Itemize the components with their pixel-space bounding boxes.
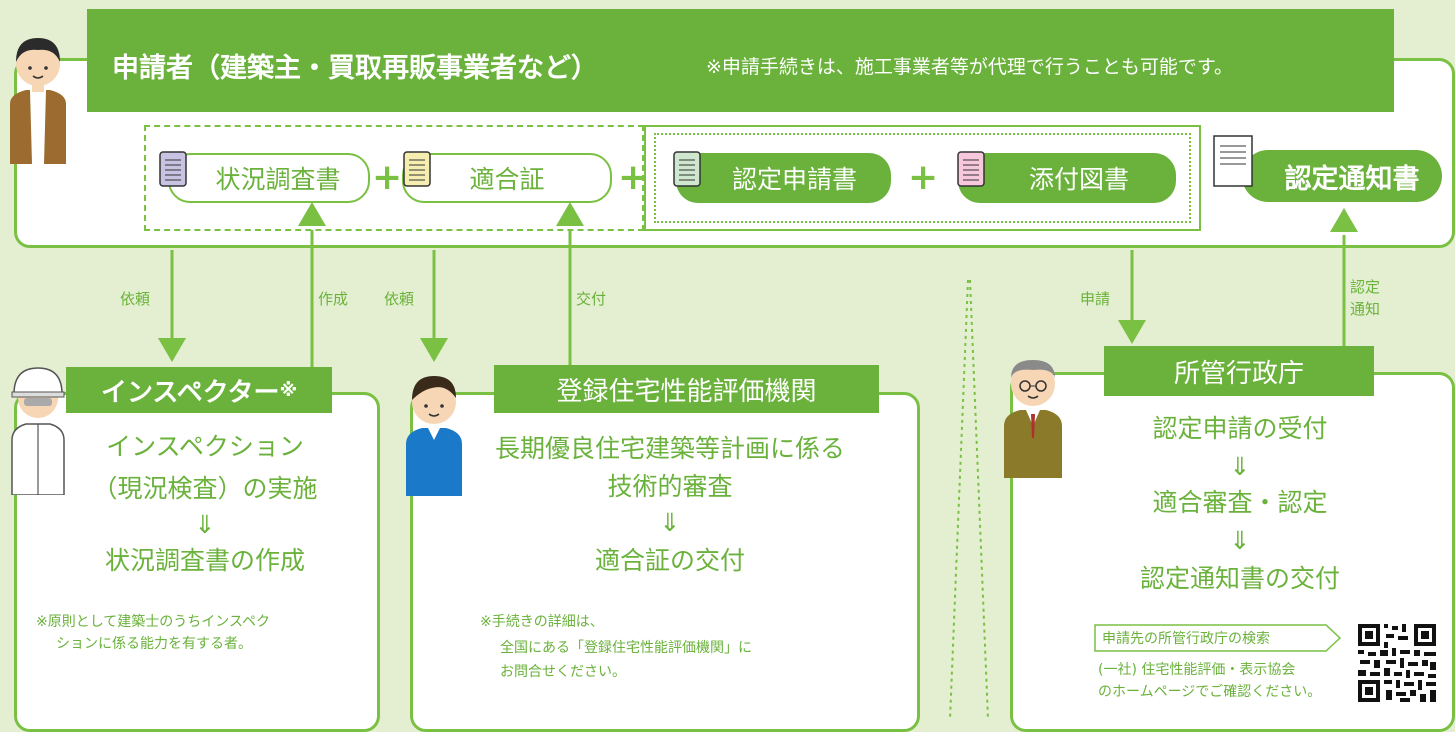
survey-doc-icon: [159, 151, 187, 187]
agency-note2: 全国にある「登録住宅性能評価機関」に: [500, 640, 752, 656]
flow-label-apply: 申請: [1080, 290, 1111, 308]
flow-label-request-agency: 依頼: [384, 290, 415, 308]
qr-code-icon[interactable]: [1356, 622, 1438, 704]
application-doc-label: 認定申請書: [731, 165, 857, 194]
inspector-line1: インスペクション: [106, 432, 304, 461]
flow-label-notify: 認定 通知: [1350, 278, 1381, 318]
notice-doc-label: 認定通知書: [1284, 163, 1420, 195]
inspector-avatar: [11, 367, 65, 495]
authority-note1: (一社) 住宅性能評価・表示協会: [1098, 662, 1296, 678]
authority-search-label: 申請先の所管行政庁の検索: [1102, 631, 1270, 647]
agency-note3: お問合せください。: [500, 664, 626, 680]
plus-sign-2: +: [618, 157, 649, 198]
notice-doc-icon: [1213, 135, 1253, 187]
authority-avatar: [1004, 360, 1062, 478]
application-docs-inner-border: [654, 133, 1191, 223]
authority-title: 所管行政庁: [1173, 358, 1304, 389]
authority-arrow2: ⇓: [1229, 526, 1251, 555]
agency-avatar: [406, 376, 462, 496]
agency-line2: 技術的審査: [607, 472, 733, 501]
notice-doc-pill: 認定通知書: [1242, 150, 1442, 202]
authority-arrow1: ⇓: [1229, 452, 1251, 481]
flow-label-issue: 交付: [576, 290, 607, 308]
application-doc-pill: 認定申請書: [676, 153, 891, 203]
authority-title-bar: 所管行政庁: [1104, 346, 1374, 396]
flow-label-create: 作成: [318, 290, 349, 308]
agency-line1: 長期優良住宅建築等計画に係る: [494, 434, 845, 463]
inspector-line2: （現況検査）の実施: [92, 474, 318, 503]
application-docs-group: [644, 125, 1201, 231]
authority-search-link[interactable]: 申請先の所管行政庁の検索: [1094, 624, 1342, 652]
applicant-avatar: [10, 38, 66, 164]
conformity-doc-icon: [403, 151, 431, 187]
plus-sign-1: +: [372, 157, 403, 198]
flow-label-request-inspector: 依頼: [120, 290, 151, 308]
inspector-note2: ションに係る能力を有する者。: [56, 636, 252, 652]
drawings-doc-label: 添付図書: [1028, 165, 1129, 194]
inspector-title-mark: ※: [279, 379, 298, 401]
conformity-doc-pill: 適合証: [402, 153, 612, 203]
survey-doc-pill: 状況調査書: [168, 153, 370, 203]
applicant-note: ※申請手続きは、施工事業者等が代理で行うことも可能です。: [706, 56, 1234, 78]
inspector-title-bar: インスペクター※: [66, 367, 332, 413]
applicant-title: 申請者（建築主・買取再販事業者など）: [112, 53, 598, 84]
authority-line2: 適合審査・認定: [1152, 488, 1328, 517]
agency-line3: 適合証の交付: [594, 546, 745, 575]
agency-title-bar: 登録住宅性能評価機関: [494, 365, 879, 413]
agency-title: 登録住宅性能評価機関: [556, 376, 817, 407]
inspector-line3: 状況調査書の作成: [104, 546, 305, 575]
inspection-docs-dashed-group: [144, 125, 644, 231]
agency-arrow: ⇓: [659, 508, 681, 537]
authority-note2: のホームページでご確認ください。: [1098, 684, 1322, 700]
inspector-title: インスペクター: [100, 377, 280, 408]
plus-sign-3: +: [908, 157, 939, 198]
conformity-doc-label: 適合証: [469, 165, 545, 194]
drawings-doc-pill: 添付図書: [958, 153, 1176, 203]
applicant-header-bar: [87, 9, 1394, 112]
application-doc-icon: [673, 151, 701, 187]
inspector-panel: [14, 392, 380, 732]
drawings-doc-icon: [957, 151, 985, 187]
agency-note1: ※手続きの詳細は、: [480, 614, 604, 630]
authority-line3: 認定通知書の交付: [1139, 564, 1340, 593]
inspector-arrow: ⇓: [194, 510, 216, 539]
authority-line1: 認定申請の受付: [1152, 414, 1328, 443]
survey-doc-label: 状況調査書: [215, 165, 341, 194]
inspector-note1: ※原則として建築士のうちインスペク: [36, 614, 271, 630]
